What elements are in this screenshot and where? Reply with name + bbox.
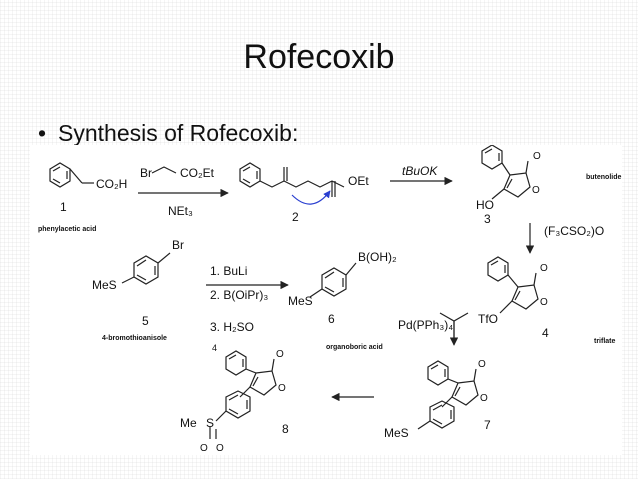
c8-o-carbonyl: O: [276, 349, 284, 360]
compound-1-structure: [49, 162, 94, 188]
step4-line1: 1. BuLi: [210, 264, 247, 278]
c5-number: 5: [142, 314, 149, 328]
compound-7-structure: [417, 360, 479, 430]
c8-s: S: [206, 416, 214, 430]
bullet-text: Synthesis of Rofecoxib:: [58, 120, 299, 146]
c3-oh: HO: [476, 198, 494, 212]
c6-boron: B(OH)₂: [358, 250, 397, 264]
step4-line2: 2. B(OiPr)₃: [210, 288, 268, 302]
c6-mes: MeS: [288, 294, 313, 308]
c3-number: 3: [484, 212, 491, 226]
step4-line4: 4: [212, 343, 217, 353]
c1-name-label: phenylacetic acid: [38, 226, 96, 233]
c4-name-label: triflate: [594, 338, 616, 345]
step4-line3: 3. H₂SO: [210, 320, 254, 334]
c8-number: 8: [282, 422, 289, 436]
c7-number: 7: [484, 418, 491, 432]
c1-group: CO₂H: [96, 177, 127, 191]
step5-reagent: Pd(PPh₃)₄: [398, 318, 453, 332]
c8-me: Me: [180, 416, 197, 430]
step2-reagent: tBuOK: [402, 164, 438, 178]
bromoacetate-chain: [151, 166, 177, 174]
c7-o-carbonyl: O: [478, 359, 486, 370]
c8-o-ring: O: [278, 383, 286, 394]
c8-o2: O: [216, 443, 224, 454]
c4-o-ring: O: [540, 297, 548, 308]
compound-6-structure: [309, 262, 357, 298]
c4-number: 4: [542, 326, 549, 340]
c5-br: Br: [172, 238, 184, 252]
c3-name-label: butenolide: [586, 174, 621, 181]
c3-o-carbonyl: O: [533, 151, 541, 162]
bullet-point: • Synthesis of Rofecoxib:: [38, 120, 298, 147]
compound-3-structure: [481, 144, 531, 200]
bullet-dot-icon: •: [38, 120, 47, 146]
c1-number: 1: [60, 200, 67, 214]
scheme-svg: CO₂H 1 phenylacetic acid Br CO₂Et NEt₃ O…: [38, 144, 621, 454]
c8-o1: O: [200, 443, 208, 454]
slide-title: Rofecoxib: [243, 38, 395, 76]
compound-4-structure: [487, 256, 539, 314]
synthesis-scheme: CO₂H 1 phenylacetic acid Br CO₂Et NEt₃ O…: [30, 144, 622, 455]
c6-name-label: organoboric acid: [326, 344, 383, 351]
c4-otf: TfO: [478, 312, 498, 326]
c2-ester: OEt: [348, 174, 369, 188]
step1-br: Br: [140, 166, 152, 180]
c5-mes: MeS: [92, 278, 117, 292]
c6-number: 6: [328, 312, 335, 326]
compound-8-structure: [209, 350, 277, 439]
c5-name-label: 4-bromothioanisole: [102, 335, 167, 342]
claisen-curved-arrow: [291, 190, 331, 205]
step1-base: NEt₃: [168, 204, 193, 218]
c4-o-carbonyl: O: [540, 263, 548, 274]
c3-o-ring: O: [532, 185, 540, 196]
c2-number: 2: [292, 210, 299, 224]
compound-5-structure: [121, 252, 171, 285]
c7-o-ring: O: [480, 393, 488, 404]
compound-2-structure: [239, 162, 345, 197]
c7-mes: MeS: [384, 426, 409, 440]
step3-reagent: (F₃CSO₂)O: [544, 224, 604, 238]
step1-ester: CO₂Et: [180, 166, 215, 180]
